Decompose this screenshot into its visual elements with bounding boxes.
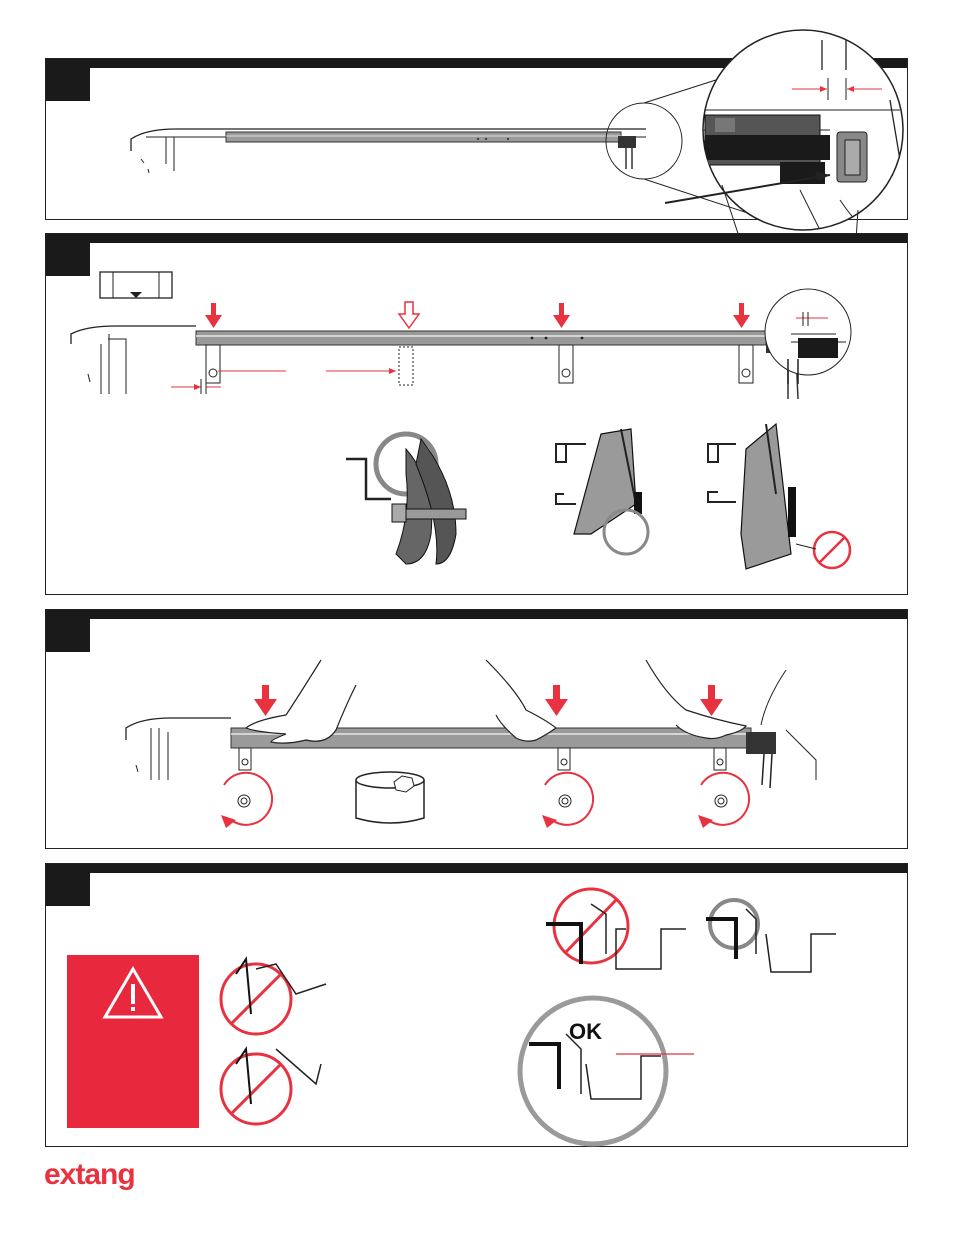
step-3-panel — [45, 609, 908, 849]
zoom-detail-circle — [765, 289, 851, 375]
prohibited-icon — [796, 532, 850, 568]
optional-clamp — [399, 347, 413, 385]
rail-profile-correct — [556, 429, 648, 554]
side-rail-icon — [196, 331, 766, 345]
step-2-panel — [45, 233, 908, 595]
rail-profile-incorrect — [708, 424, 796, 569]
clamp-icon — [346, 434, 466, 564]
rail-profile-correct — [706, 900, 836, 972]
step-2-illustration — [46, 234, 909, 596]
socket-icon — [356, 772, 424, 823]
clamp-icon — [206, 345, 753, 383]
warning-panel — [67, 955, 199, 1128]
rotate-clockwise-icon — [221, 773, 749, 828]
step-4-panel: OK — [45, 863, 908, 1147]
down-arrow-icon — [205, 303, 750, 328]
prohibited-icon — [221, 1049, 321, 1124]
hollow-down-arrow-icon — [399, 302, 419, 328]
brand-logo: extang — [44, 1158, 135, 1192]
step-4-illustration: OK — [46, 864, 909, 1148]
arrow-button-icon — [100, 272, 172, 298]
prohibited-icon — [546, 889, 686, 969]
step-3-illustration — [46, 610, 909, 850]
ok-detail: OK — [520, 998, 694, 1144]
prohibited-icon — [221, 959, 326, 1034]
ok-label: OK — [569, 1019, 602, 1044]
